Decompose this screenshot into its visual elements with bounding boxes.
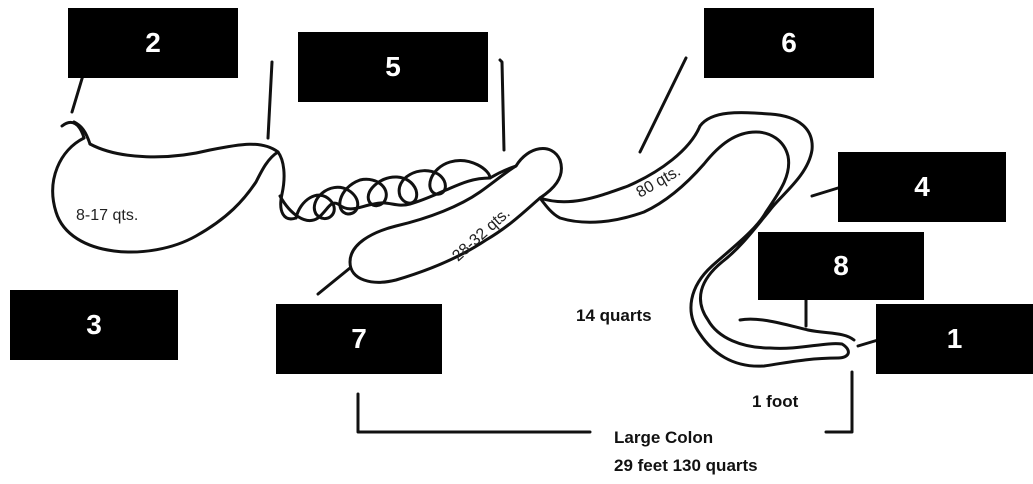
label-box-2: 2 [68,8,238,78]
small-colon-outline [740,319,854,340]
label-box-7: 7 [276,304,442,374]
leader-line-6 [640,58,686,152]
label-box-3: 3 [10,290,178,360]
bracket-large-colon-right [826,372,852,432]
label-box-1: 1 [876,304,1033,374]
leader-line-5-left [268,62,272,138]
leader-line-5-right [500,60,504,150]
cecum-outline [350,149,561,283]
stomach-capacity-label: 8-17 qts. [76,207,138,224]
stomach-outline-upper [90,144,278,157]
leader-line-2 [72,72,84,112]
label-box-6: 6 [704,8,874,78]
large-colon-title: Large Colon [614,428,713,448]
one-foot-label: 1 foot [752,392,798,412]
cecum-capacity-label: 28-32 qts. [449,205,513,265]
leader-line-1 [858,340,878,346]
leader-line-7 [318,268,350,294]
large-colon-size: 29 feet 130 quarts [614,456,758,476]
label-box-5: 5 [298,32,488,102]
fourteen-quarts-label: 14 quarts [576,306,652,326]
leader-line-4 [812,188,838,196]
label-box-8: 8 [758,232,924,300]
bracket-large-colon [358,394,590,432]
label-box-4: 4 [838,152,1006,222]
